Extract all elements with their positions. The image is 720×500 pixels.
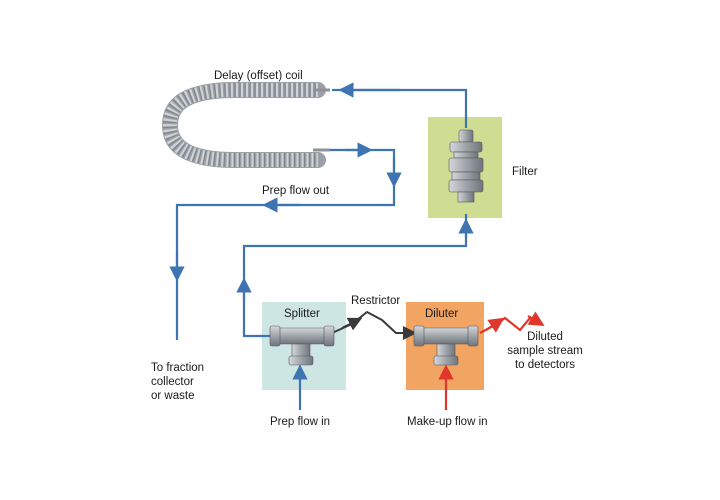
fraction-label-line-1: To fraction	[151, 362, 205, 374]
filter-label: Filter	[512, 166, 538, 178]
diluted-label-line-1: Diluted	[527, 331, 563, 343]
prep-out-label: Prep flow out	[262, 185, 330, 197]
prep-flow-lines	[169, 82, 474, 410]
diluted-label-line-2: sample stream	[507, 345, 583, 357]
diluted-label-line-3: to detectors	[514, 359, 576, 371]
prep-in-label: Prep flow in	[270, 416, 331, 428]
makeup-in-label: Make-up flow in	[407, 416, 488, 428]
filter-fitting-icon	[448, 129, 484, 203]
arrow-diluted-1	[485, 317, 505, 333]
diluter-tee-icon	[413, 325, 479, 366]
diluter-label: Diluter	[425, 308, 459, 320]
fraction-label: To fraction collector or waste	[151, 361, 204, 403]
restrictor-arrow-1	[341, 317, 363, 331]
splitter-label: Splitter	[284, 308, 320, 320]
coil-label: Delay (offset) coil	[214, 70, 303, 82]
arrow-diluted-2	[527, 311, 545, 326]
fraction-label-line-2: collector	[151, 376, 194, 388]
coil-icon	[161, 82, 330, 168]
splitter-tee-icon	[269, 325, 335, 366]
makeup-lines	[438, 311, 545, 410]
diluted-label: Diluted sample stream to detectors	[500, 330, 590, 372]
restrictor-label: Restrictor	[351, 295, 401, 307]
fraction-label-line-3: or waste	[151, 390, 195, 402]
